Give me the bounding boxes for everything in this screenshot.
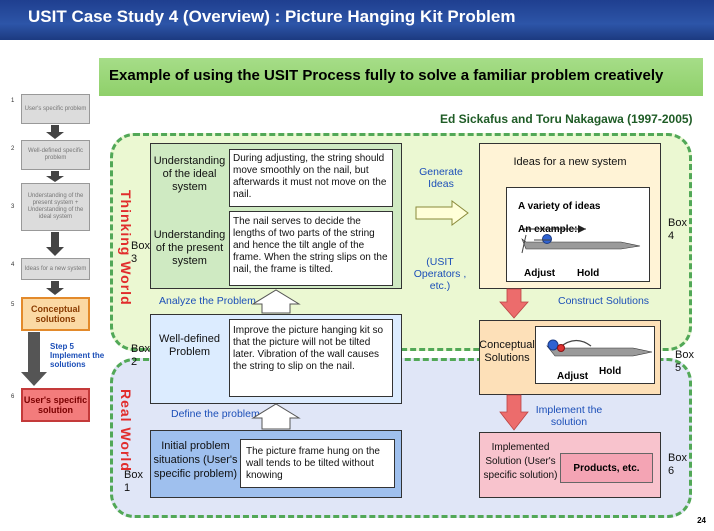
hold-label-2: Hold [599, 366, 622, 377]
step-number: 6 [11, 394, 15, 400]
adjust-label-2: Adjust [557, 371, 589, 382]
analyze-problem-label: Analyze the Problem . [159, 295, 262, 307]
slide-subtitle: Example of using the USIT Process fully … [109, 67, 664, 84]
box1-label: Box 1 [124, 469, 143, 494]
title-bar [0, 0, 714, 40]
nail-hanger-illustration [521, 225, 641, 254]
step-label: User's specific problem [24, 105, 87, 112]
step-box-2: Well-defined specific problem [21, 140, 90, 170]
step-box-1: User's specific problem [21, 94, 90, 124]
step-label: Well-defined specific problem [28, 148, 83, 161]
step-box-4: Ideas for a new system [21, 258, 90, 280]
box6-label: Box 6 [668, 452, 687, 477]
box5-label: Box 5 [675, 349, 694, 374]
step-arrows [21, 125, 64, 386]
well-defined-problem-textbox [229, 319, 393, 397]
products-label: Products, etc. [573, 463, 640, 474]
construct-solutions-label: Construct Solutions [558, 295, 650, 307]
step-label: Ideas for a new system [24, 265, 87, 272]
step-arrow-down [46, 125, 64, 139]
process-steps-sidebar: 1 User's specific problem 2 Well-defined… [0, 90, 104, 430]
slide-title: USIT Case Study 4 (Overview) : Picture H… [28, 7, 516, 26]
step5-note: Step 5 Implement the solutions [50, 342, 105, 369]
well-defined-problem-title: Well-defined Problem [159, 333, 220, 358]
hold-label: Hold [577, 268, 600, 279]
step-arrow-down [46, 281, 64, 295]
step-label: Understanding of the present system + Un… [27, 193, 84, 220]
initial-problem-title: Initial problem situations (User's speci… [153, 440, 238, 480]
step-box-6: User's specific solution [21, 388, 90, 422]
step-number: 3 [11, 204, 15, 210]
ball-red [557, 344, 565, 352]
adjust-arrow [578, 225, 586, 233]
generate-ideas-arrow [415, 200, 469, 226]
step-arrow-down [46, 171, 64, 182]
present-system-title: Understanding of the present system [153, 229, 226, 267]
initial-problem-textbox [240, 439, 395, 488]
define-problem-label: Define the problem [171, 408, 260, 420]
usit-operators-label: (USIT Operators , etc.) [413, 256, 467, 292]
define-arrow-up [251, 403, 301, 430]
step-label: Conceptual solutions [30, 304, 80, 324]
conceptual-nail-illustration [546, 339, 653, 357]
box3-label: Box 3 [131, 240, 150, 265]
implement-arrow-down [499, 394, 529, 431]
page-number: 24 [697, 516, 706, 525]
present-system-textbox [229, 211, 393, 286]
step5-arrow-down [21, 332, 47, 386]
hook-line [521, 234, 527, 254]
generate-ideas-label: Generate Ideas [419, 166, 463, 190]
well-defined-problem-text: Improve the picture hanging kit so that … [233, 325, 384, 372]
step-box-3: Understanding of the present system + Un… [21, 183, 90, 231]
box2-label: Box 2 [131, 343, 150, 368]
step-label: User's specific solution [23, 395, 88, 415]
variety-of-ideas: A variety of ideas [518, 201, 601, 212]
slider-ball [542, 234, 552, 244]
ideas-example-box [506, 187, 650, 282]
ideas-title: Ideas for a new system [513, 156, 627, 168]
step-number: 5 [11, 302, 15, 308]
box4-label: Box 4 [668, 217, 687, 242]
real-world-label: Real World [118, 389, 134, 472]
adjust-label: Adjust [524, 268, 556, 279]
ideal-system-textbox [229, 149, 393, 207]
authors: Ed Sickafus and Toru Nakagawa (1997-2005… [440, 112, 693, 126]
analyze-arrow-up [251, 289, 301, 314]
present-system-text: The nail serves to decide the lengths of… [233, 216, 388, 275]
construct-arrow-down [499, 288, 529, 319]
step-box-5: Conceptual solutions [21, 297, 90, 331]
step-number: 4 [11, 262, 15, 268]
thinking-world-label: Thinking World [118, 190, 134, 306]
ball-blue [547, 339, 559, 351]
ideal-system-text: During adjusting, the string should move… [233, 153, 387, 200]
subtitle-banner [99, 58, 703, 96]
implement-solution-label: Implement the solution [535, 404, 603, 428]
initial-problem-text: The picture frame hung on the wall tends… [246, 446, 380, 481]
step-arrow-down [46, 232, 64, 256]
step-number: 2 [11, 146, 15, 152]
products-box [560, 453, 653, 483]
ideal-system-title: Understanding of the ideal system [153, 155, 226, 193]
nail-body [521, 238, 641, 250]
step-number: 1 [11, 98, 15, 104]
implemented-solution-title: Implemented Solution (User's specific so… [483, 442, 558, 481]
conceptual-solutions-title: Conceptual Solutions [479, 339, 535, 364]
